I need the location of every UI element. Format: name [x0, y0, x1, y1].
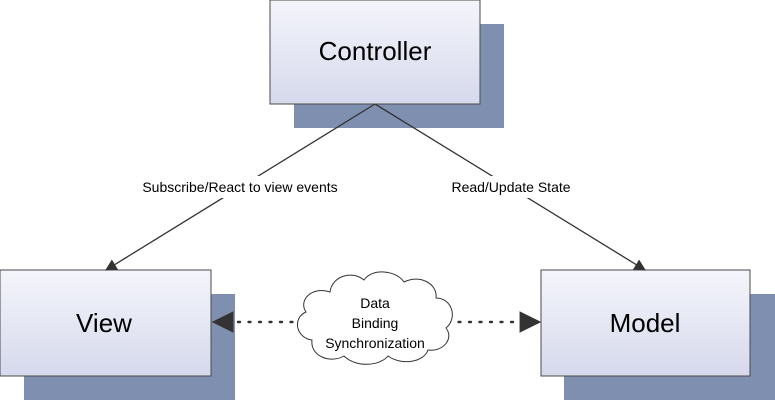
controller-box: [269, 0, 481, 105]
controller-label: Controller: [319, 36, 432, 66]
view-node: View: [0, 269, 235, 400]
controller-node: Controller: [269, 0, 504, 128]
model-node: Model: [540, 269, 775, 400]
controller-to-model-label-bg: [443, 176, 579, 198]
model-box: [540, 269, 751, 377]
cloud-line-2: Binding: [352, 315, 399, 331]
controller-to-model-label: Read/Update State: [451, 179, 570, 195]
view-label: View: [76, 308, 132, 338]
cloud-line-3: Synchronization: [325, 335, 425, 351]
cloud-shape: [297, 271, 453, 365]
model-label: Model: [610, 308, 681, 338]
data-binding-cloud: Data Binding Synchronization: [297, 271, 453, 365]
controller-to-view-label-bg: [130, 176, 350, 198]
controller-to-view-label: Subscribe/React to view events: [142, 179, 337, 195]
cloud-line-1: Data: [360, 295, 390, 311]
